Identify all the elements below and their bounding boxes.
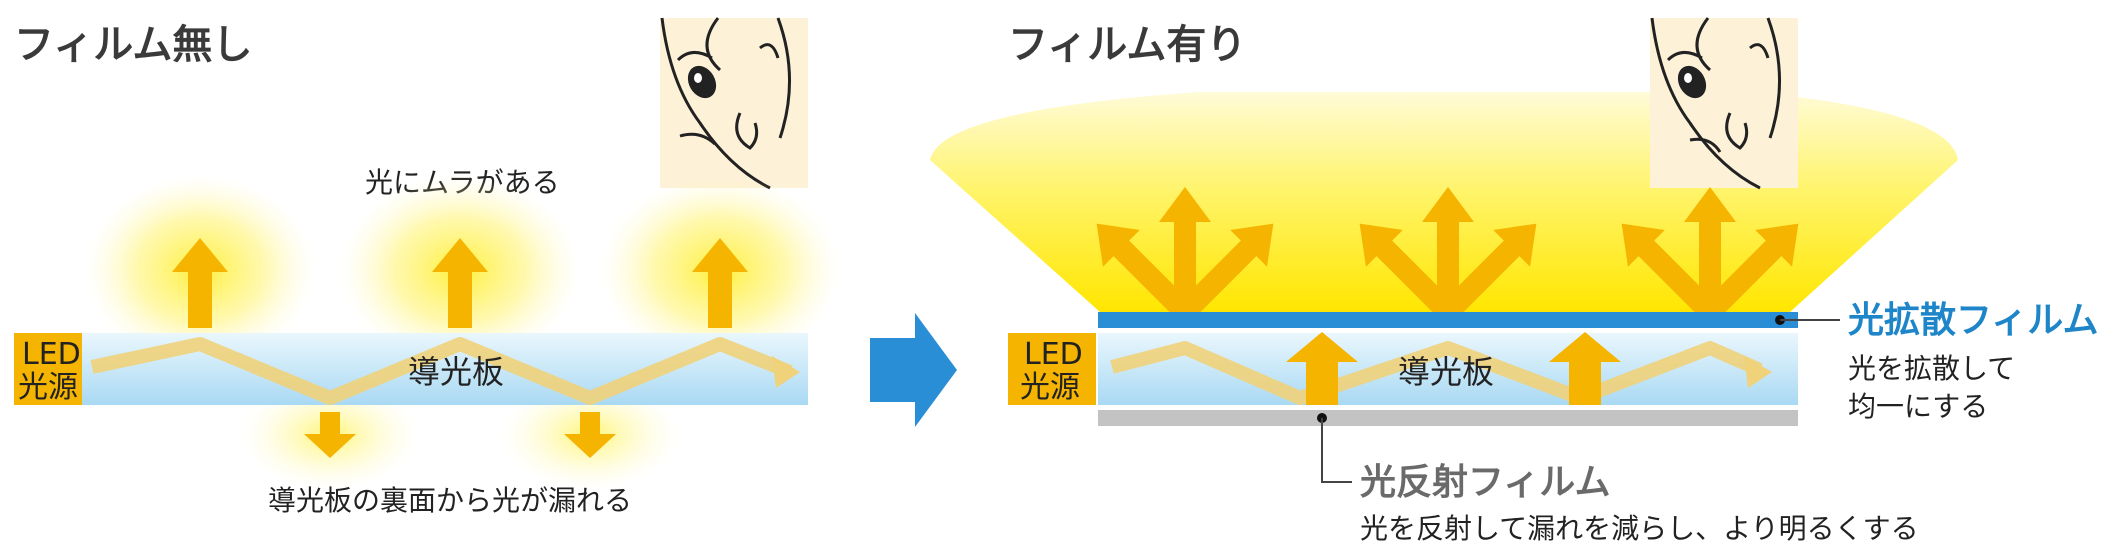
down-arrow [304, 412, 356, 458]
led-label-line1: LED [22, 337, 81, 372]
up-arrow [172, 238, 228, 328]
led-label-line1-right: LED [1024, 337, 1083, 372]
led-label-line2: 光源 [18, 370, 78, 405]
led-label-line2-right: 光源 [1020, 370, 1080, 405]
diffuser-title: 光拡散フィルム [1848, 300, 2099, 341]
person-face-icon [660, 17, 808, 190]
led-source [14, 333, 82, 405]
right-title: フィルム有り [1008, 22, 1246, 68]
zigzag-light-path [90, 337, 793, 405]
fan-arrows [1096, 187, 1799, 320]
reflected-up-arrow [1549, 332, 1621, 405]
left-title: フィルム無し [14, 22, 252, 68]
up-arrow [432, 238, 488, 328]
diffuser-desc-line2: 均一にする [1848, 390, 1988, 423]
reflector-film [1098, 410, 1798, 426]
plate-label-right: 導光板 [1398, 353, 1494, 391]
leak-label: 導光板の裏面から光が漏れる [268, 484, 632, 517]
zigzag-arrowhead-right [1744, 356, 1772, 388]
reflector-title: 光反射フィルム [1360, 462, 1611, 503]
diffuser-desc-line1: 光を拡散して [1848, 352, 2015, 385]
up-arrow [692, 238, 748, 328]
led-source-right [1008, 333, 1096, 405]
diffuser-film [1098, 312, 1798, 328]
down-arrow [564, 412, 616, 458]
zigzag-arrowhead [772, 356, 800, 388]
reflector-desc: 光を反射して漏れを減らし、より明るくする [1360, 512, 1919, 545]
zigzag-light-path-right [1110, 341, 1763, 405]
transition-arrow-icon [870, 313, 957, 427]
person-face-icon [1650, 17, 1798, 190]
plate-label: 導光板 [408, 353, 504, 391]
reflected-up-arrow [1286, 332, 1358, 405]
reflector-callout-line [1321, 418, 1352, 483]
